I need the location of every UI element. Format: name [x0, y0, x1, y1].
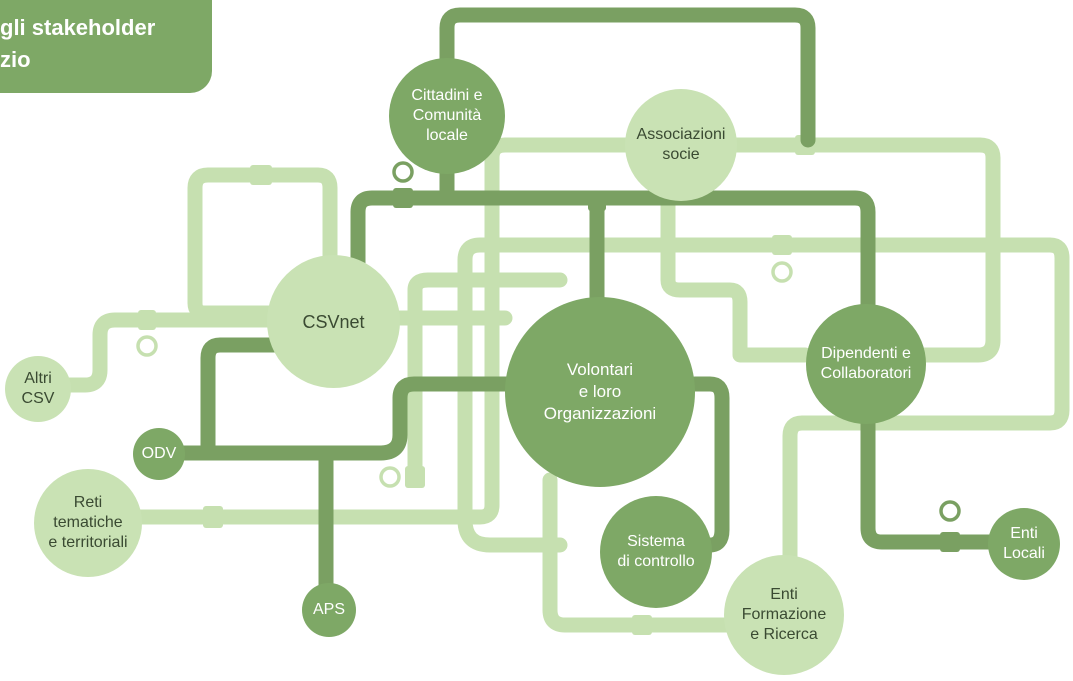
valve-csvnet-loop	[250, 165, 272, 185]
valve-handle-main-left	[392, 161, 414, 183]
pipe-outer-right-loop	[457, 237, 1070, 578]
pipe-csvnet-altri-csv	[57, 312, 283, 393]
valve-bottom	[632, 615, 652, 635]
valve-enti-locali	[940, 532, 960, 552]
pipe-dipendenti-enti-locali	[860, 410, 998, 550]
pipe-volontari-sistema	[687, 376, 730, 553]
node-volontari-line1: Volontari	[566, 360, 634, 379]
node-enti-formazione-line2: Formazione	[741, 606, 827, 623]
node-dipendenti-line1: Dipendenti e	[821, 345, 911, 362]
pipe-main-horizontal	[350, 190, 876, 318]
pipe-associazioni-ring	[132, 137, 638, 525]
valve-outer	[772, 235, 792, 255]
node-reti-line1: Reti	[73, 494, 103, 511]
valve-handle-enti-locali	[939, 500, 961, 522]
node-odv-line1: ODV	[141, 445, 177, 462]
node-reti-line3: e territoriali	[48, 534, 128, 551]
pipe-csvnet-left-loop	[187, 167, 338, 321]
node-sistema: Sistema di controllo	[600, 496, 712, 608]
node-volontari-line2: e loro	[578, 382, 622, 401]
valve-altri-csv	[138, 310, 156, 330]
valve-handle-outer	[771, 261, 793, 283]
valve-main-left	[393, 188, 413, 208]
pipe-cittadini-top-loop	[439, 7, 816, 148]
pipe-volontari-enti-formazione	[542, 472, 738, 633]
pipe-odv-main	[172, 376, 518, 461]
pipe-associazioni-down	[660, 182, 813, 363]
node-cittadini-line3: locale	[426, 127, 468, 144]
node-enti-formazione-line1: Enti	[770, 586, 798, 603]
valve-volontari-top	[588, 195, 606, 211]
node-enti-locali-line2: Locali	[1003, 545, 1045, 562]
node-sistema-line2: di controllo	[617, 553, 695, 570]
node-aps-line1: APS	[312, 601, 345, 618]
valve-handle-altri-csv	[136, 335, 158, 357]
valve-handle-middle	[379, 466, 401, 488]
node-csvnet-line1: CSVnet	[302, 311, 365, 332]
node-enti-formazione-line3: e Ricerca	[750, 626, 818, 643]
node-associazioni: Associazioni socie	[625, 89, 737, 201]
node-cittadini: Cittadini e Comunità locale	[389, 58, 505, 174]
node-sistema-line1: Sistema	[627, 533, 685, 550]
node-dipendenti: Dipendenti e Collaboratori	[806, 304, 926, 424]
pipe-left-down-loop	[457, 512, 568, 553]
node-volontari-line3: Organizzazioni	[543, 404, 657, 423]
valve-reti	[203, 506, 223, 528]
node-dipendenti-line2: Collaboratori	[820, 365, 912, 382]
node-cittadini-line2: Comunità	[412, 107, 482, 124]
valve-middle	[405, 466, 425, 488]
node-altri-csv-line1: Altri	[24, 370, 52, 387]
node-cittadini-line1: Cittadini e	[411, 87, 483, 104]
section-title: gli stakeholder zio	[0, 0, 212, 93]
node-aps: APS	[302, 583, 356, 637]
node-reti-line2: tematiche	[53, 514, 123, 531]
title-line-1: gli stakeholder	[0, 15, 156, 40]
node-associazioni-line1: Associazioni	[636, 126, 726, 143]
node-associazioni-line2: socie	[662, 146, 700, 163]
node-reti: Reti tematiche e territoriali	[34, 469, 142, 577]
node-enti-locali-line1: Enti	[1010, 525, 1038, 542]
title-line-2: zio	[0, 47, 31, 72]
pipe-csvnet-odv-loop	[200, 337, 293, 461]
node-csvnet: CSVnet	[267, 255, 400, 388]
node-odv: ODV	[133, 428, 185, 480]
node-altri-csv-line2: CSV	[21, 390, 55, 407]
